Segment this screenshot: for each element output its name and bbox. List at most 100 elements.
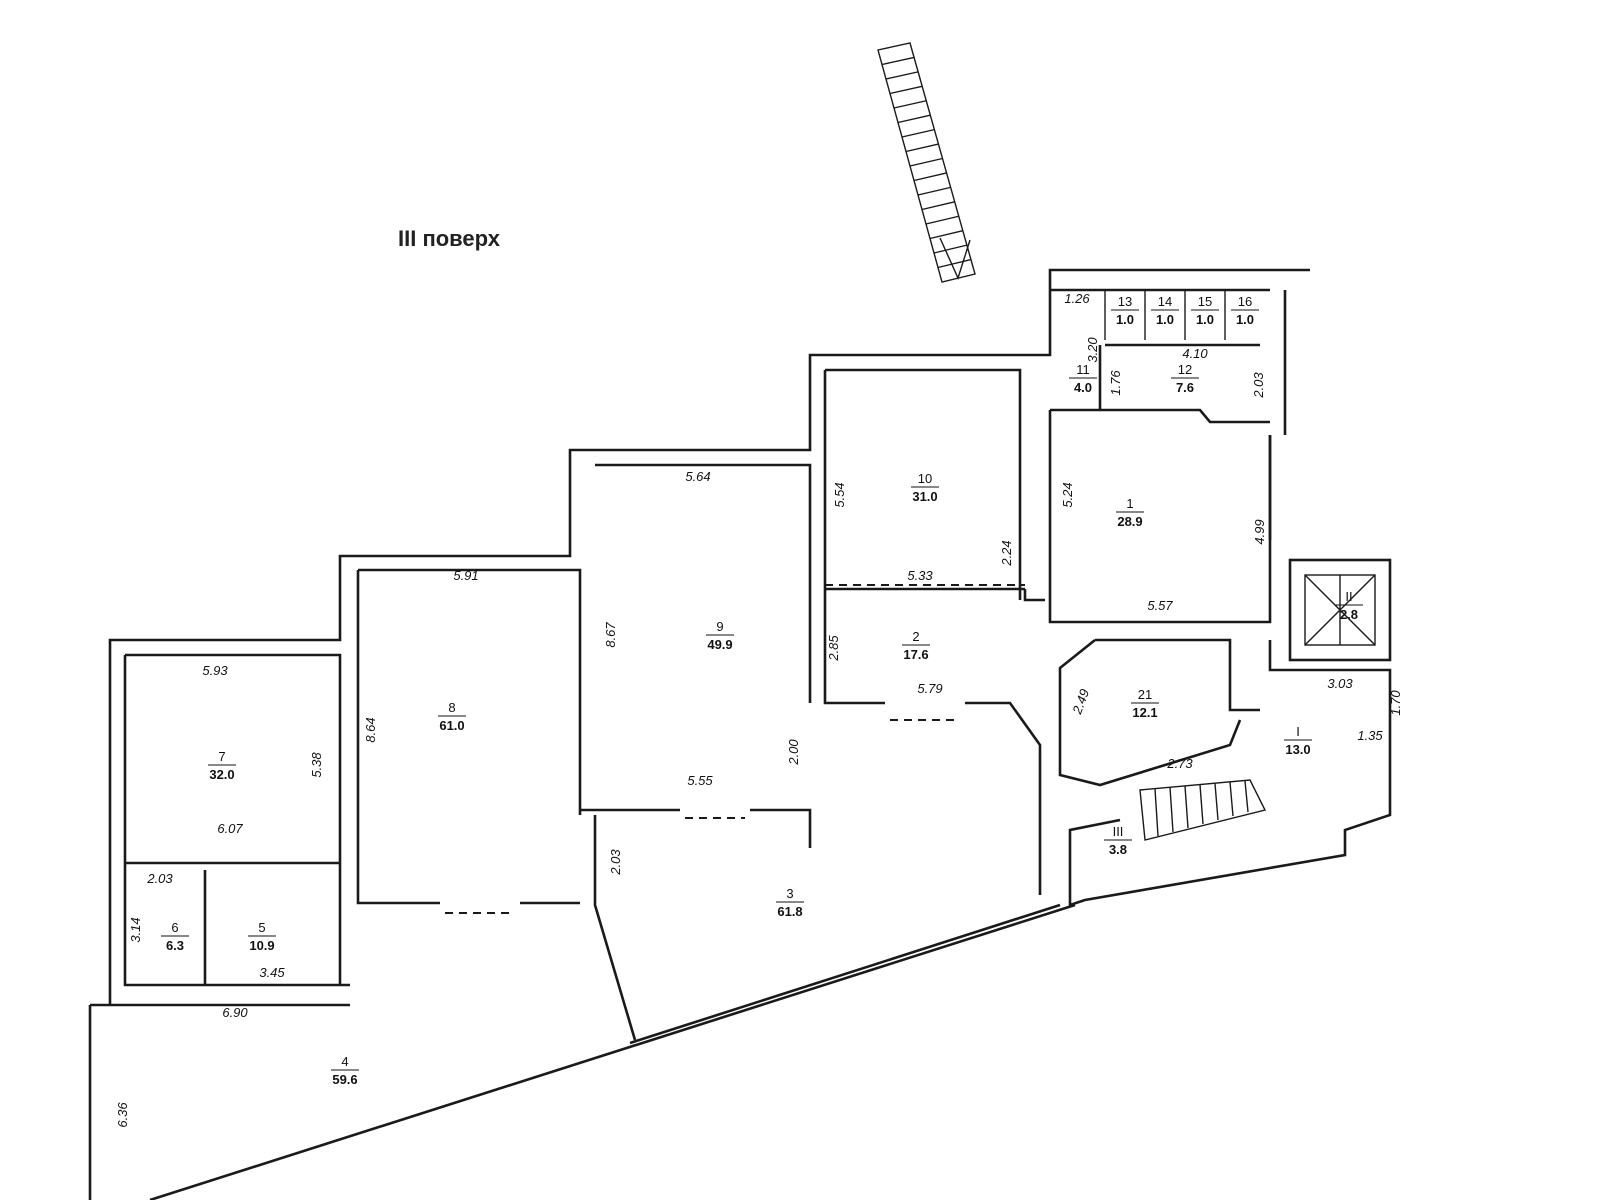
room-area: 28.9 (1117, 514, 1142, 529)
room-number: 2 (912, 629, 919, 644)
room-area: 61.8 (777, 904, 802, 919)
room-number: 13 (1118, 294, 1132, 309)
doorways (445, 584, 1025, 914)
room-label-4: 459.6 (331, 1054, 359, 1087)
room-label-12: 127.6 (1171, 362, 1199, 395)
room-label-21: 21 12.1 (1131, 687, 1159, 720)
room-label-13: 131.0 (1111, 294, 1139, 327)
dimension-label: 1.70 (1388, 690, 1403, 716)
room-area: 12.1 (1132, 705, 1157, 720)
room-label-3: 361.8 (776, 886, 804, 919)
room-label-15: 151.0 (1191, 294, 1219, 327)
dimension-label: 2.03 (146, 871, 173, 886)
room-number: 5 (258, 920, 265, 935)
room-area: 1.0 (1196, 312, 1214, 327)
dimension-label: 6.07 (217, 821, 243, 836)
exterior-staircase (877, 42, 976, 283)
room-label-11: 114.0 (1069, 362, 1097, 395)
room-number: 4 (341, 1054, 348, 1069)
dimension-label: 5.38 (309, 752, 324, 778)
room-number: 11 (1076, 362, 1090, 377)
room-number: III (1113, 824, 1124, 839)
room-area: 59.6 (332, 1072, 357, 1087)
dimension-label: 1.35 (1357, 728, 1383, 743)
room-area: 17.6 (903, 647, 928, 662)
room-number: 21 (1138, 687, 1152, 702)
room-area: 2.8 (1340, 607, 1358, 622)
room-number: 14 (1158, 294, 1172, 309)
room-label-6: 66.3 (161, 920, 189, 953)
dimension-labels: 5.935.386.072.033.143.456.906.365.918.64… (115, 291, 1403, 1128)
dimension-label: 8.64 (363, 717, 378, 742)
dimension-label: 4.10 (1182, 346, 1208, 361)
room-labels: 128.9217.6361.8459.6510.966.3732.0861.09… (161, 294, 1363, 1087)
dimension-label: 2.73 (1166, 756, 1193, 771)
room-number: 12 (1178, 362, 1192, 377)
dimension-label: 1.26 (1064, 291, 1090, 306)
dimension-label: 6.36 (115, 1102, 130, 1128)
dimension-label: 2.03 (608, 849, 623, 876)
walls (88, 268, 1392, 1200)
room-area: 31.0 (912, 489, 937, 504)
room-label-9: 949.9 (706, 619, 734, 652)
room-label-8: 861.0 (438, 700, 466, 733)
dimension-label: 5.33 (907, 568, 933, 583)
room-number: II (1345, 589, 1352, 604)
room-area: 1.0 (1236, 312, 1254, 327)
floor-title: III поверх (398, 226, 501, 251)
dimension-label: 5.79 (917, 681, 942, 696)
room-label-7: 732.0 (208, 749, 236, 782)
room-label-I: I 13.0 (1284, 724, 1312, 757)
room-area: 3.8 (1109, 842, 1127, 857)
room-label-III: III 3.8 (1104, 824, 1132, 857)
dimension-label: 2.85 (826, 635, 841, 662)
room-number: 16 (1238, 294, 1252, 309)
internal-staircase (1139, 779, 1267, 841)
dimension-label: 5.91 (453, 568, 478, 583)
room-label-2: 217.6 (902, 629, 930, 662)
dimension-label: 5.24 (1060, 482, 1075, 507)
dimension-label: 8.67 (603, 622, 618, 648)
room-number: 1 (1126, 496, 1133, 511)
room-label-14: 141.0 (1151, 294, 1179, 327)
room-number: 9 (716, 619, 723, 634)
dimension-label: 4.99 (1252, 519, 1267, 544)
dimension-label: 3.14 (128, 917, 143, 942)
dimension-label: 5.93 (202, 663, 228, 678)
room-area: 4.0 (1074, 380, 1092, 395)
dimension-label: 2.24 (999, 540, 1014, 566)
room-number: 8 (448, 700, 455, 715)
room-area: 1.0 (1156, 312, 1174, 327)
room-area: 13.0 (1285, 742, 1310, 757)
room-label-5: 510.9 (248, 920, 276, 953)
dimension-label: 3.45 (259, 965, 285, 980)
dimension-label: 5.55 (687, 773, 713, 788)
dimension-label: 3.20 (1085, 337, 1100, 363)
dimension-label: 5.64 (685, 469, 710, 484)
dimension-label: 5.54 (832, 482, 847, 507)
room-number: 6 (171, 920, 178, 935)
dimension-label: 1.76 (1108, 370, 1123, 396)
dimension-label: 2.49 (1069, 687, 1092, 717)
room-area: 10.9 (249, 938, 274, 953)
dimension-label: 2.03 (1251, 372, 1266, 399)
room-area: 49.9 (707, 637, 732, 652)
room-label-II: II 2.8 (1335, 589, 1363, 622)
room-area: 6.3 (166, 938, 184, 953)
room-number: I (1296, 724, 1300, 739)
dimension-label: 2.00 (786, 739, 801, 766)
room-number: 3 (786, 886, 793, 901)
dimension-label: 6.90 (222, 1005, 248, 1020)
room-number: 10 (918, 471, 932, 486)
room-label-16: 161.0 (1231, 294, 1259, 327)
room-number: 7 (218, 749, 225, 764)
room-label-1: 128.9 (1116, 496, 1144, 529)
dimension-label: 3.03 (1327, 676, 1353, 691)
room-area: 7.6 (1176, 380, 1194, 395)
room-area: 32.0 (209, 767, 234, 782)
room-number: 15 (1198, 294, 1212, 309)
room-label-10: 10 31.0 (911, 471, 939, 504)
room-area: 1.0 (1116, 312, 1134, 327)
dimension-label: 5.57 (1147, 598, 1173, 613)
